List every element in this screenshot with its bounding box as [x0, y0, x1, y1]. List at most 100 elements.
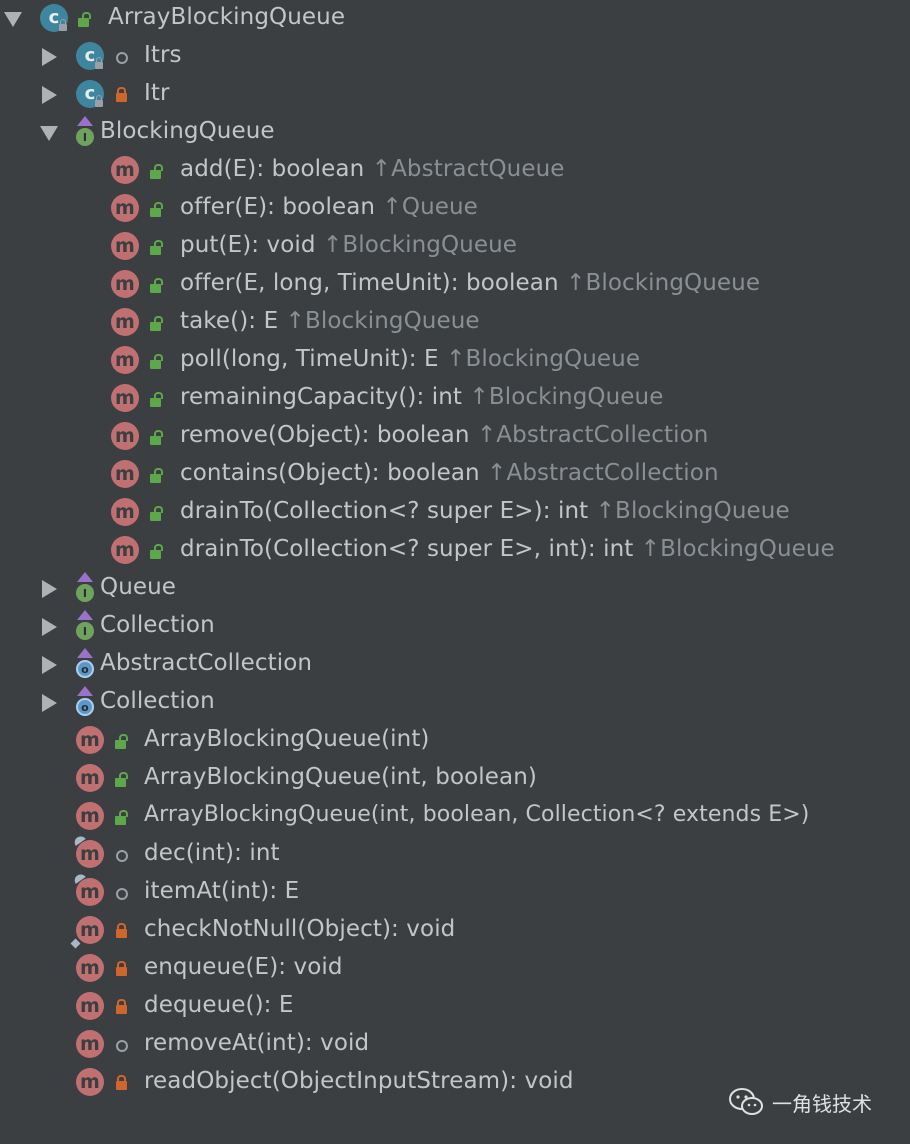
- method-icon: m: [76, 954, 106, 984]
- method-icon: m: [70, 916, 106, 949]
- method-row[interactable]: m add(E): boolean ↑AbstractQueue: [0, 152, 910, 190]
- method-icon: m: [76, 1068, 106, 1098]
- method-row[interactable]: m put(E): void ↑BlockingQueue: [0, 228, 910, 266]
- package-visibility-icon: [116, 52, 128, 64]
- public-lock-icon: [150, 278, 163, 293]
- expand-arrow-icon[interactable]: [40, 126, 58, 141]
- method-signature: offer(E): boolean: [180, 194, 376, 220]
- node-label: Collection: [100, 612, 215, 638]
- inherited-from: ↑AbstractQueue: [371, 156, 565, 182]
- inherited-from: ↑BlockingQueue: [469, 384, 664, 410]
- interface-icon: I: [74, 116, 96, 150]
- inherited-from: ↑BlockingQueue: [566, 270, 761, 296]
- collapse-arrow-icon[interactable]: [42, 580, 57, 598]
- method-row[interactable]: m take(): E ↑BlockingQueue: [0, 304, 910, 342]
- method-row[interactable]: m remainingCapacity(): int ↑BlockingQueu…: [0, 380, 910, 418]
- member-signature: removeAt(int): void: [144, 1030, 370, 1056]
- tree-node-abstractcollection[interactable]: o AbstractCollection: [0, 646, 910, 684]
- public-lock-icon: [150, 506, 163, 521]
- private-lock-icon: [116, 961, 127, 976]
- method-signature: remainingCapacity(): int: [180, 384, 463, 410]
- method-icon: m: [76, 992, 106, 1022]
- public-lock-icon: [115, 772, 128, 787]
- member-row[interactable]: m dec(int): int: [0, 834, 910, 874]
- member-signature: dequeue(): E: [144, 992, 294, 1018]
- public-lock-icon: [150, 468, 163, 483]
- method-icon: m: [72, 834, 106, 870]
- method-row[interactable]: m remove(Object): boolean ↑AbstractColle…: [0, 418, 910, 456]
- member-row[interactable]: m dequeue(): E: [0, 988, 910, 1026]
- method-signature: add(E): boolean: [180, 156, 365, 182]
- method-icon: m: [76, 1030, 106, 1060]
- tree-node-queue[interactable]: I Queue: [0, 570, 910, 608]
- method-signature: put(E): void: [180, 232, 316, 258]
- inherited-from: ↑Queue: [382, 194, 478, 220]
- method-icon: m: [111, 156, 141, 186]
- public-lock-icon: [150, 316, 163, 331]
- member-signature: dec(int): int: [144, 840, 280, 866]
- method-signature: drainTo(Collection<? super E>): int: [180, 498, 589, 524]
- method-icon: m: [111, 422, 141, 452]
- method-row[interactable]: m offer(E): boolean ↑Queue: [0, 190, 910, 228]
- member-signature: ArrayBlockingQueue(int): [144, 726, 430, 752]
- member-row[interactable]: m ArrayBlockingQueue(int, boolean, Colle…: [0, 798, 910, 836]
- inherited-from: ↑AbstractCollection: [487, 460, 719, 486]
- collapse-arrow-icon[interactable]: [42, 86, 57, 104]
- method-row[interactable]: m drainTo(Collection<? super E>, int): i…: [0, 532, 910, 570]
- method-signature: remove(Object): boolean: [180, 422, 470, 448]
- collapse-arrow-icon[interactable]: [42, 618, 57, 636]
- collapse-arrow-icon[interactable]: [42, 656, 57, 674]
- method-signature: offer(E, long, TimeUnit): boolean: [180, 270, 559, 296]
- class-icon: c: [76, 80, 106, 110]
- member-row[interactable]: m removeAt(int): void: [0, 1026, 910, 1064]
- private-lock-icon: [116, 923, 127, 938]
- interface-icon: I: [74, 572, 96, 606]
- method-row[interactable]: m drainTo(Collection<? super E>): int ↑B…: [0, 494, 910, 532]
- public-lock-icon: [150, 544, 163, 559]
- method-icon: m: [111, 498, 141, 528]
- method-icon: m: [111, 460, 141, 490]
- inherited-from: ↑AbstractCollection: [476, 422, 709, 448]
- tree-node-blockingqueue[interactable]: I BlockingQueue: [0, 114, 910, 152]
- method-row[interactable]: m poll(long, TimeUnit): E ↑BlockingQueue: [0, 342, 910, 380]
- member-row[interactable]: m readObject(ObjectInputStream): void: [0, 1064, 910, 1102]
- member-row[interactable]: m enqueue(E): void: [0, 950, 910, 988]
- expand-arrow-icon[interactable]: [4, 12, 22, 27]
- node-label: Itrs: [144, 42, 182, 68]
- tree-node-root[interactable]: c ArrayBlockingQueue: [0, 0, 910, 38]
- private-lock-icon: [116, 1075, 127, 1090]
- member-row[interactable]: m ArrayBlockingQueue(int, boolean): [0, 760, 910, 798]
- tree-node-itr[interactable]: c Itr: [0, 76, 910, 114]
- method-signature: take(): E: [180, 308, 279, 334]
- method-icon: m: [111, 346, 141, 376]
- node-label: Itr: [144, 80, 170, 106]
- public-lock-icon: [115, 734, 128, 749]
- public-lock-icon: [150, 354, 163, 369]
- member-row[interactable]: m checkNotNull(Object): void: [0, 912, 910, 950]
- private-lock-icon: [116, 87, 127, 102]
- interface-icon: I: [74, 610, 96, 644]
- member-row[interactable]: m ArrayBlockingQueue(int): [0, 722, 910, 760]
- tree-node-collection-2[interactable]: o Collection: [0, 684, 910, 722]
- method-icon: m: [111, 536, 141, 566]
- public-lock-icon: [150, 430, 163, 445]
- method-icon: m: [111, 308, 141, 338]
- method-row[interactable]: m contains(Object): boolean ↑AbstractCol…: [0, 456, 910, 494]
- member-row[interactable]: m itemAt(int): E: [0, 872, 910, 912]
- member-signature: checkNotNull(Object): void: [144, 916, 456, 942]
- method-row[interactable]: m offer(E, long, TimeUnit): boolean ↑Blo…: [0, 266, 910, 304]
- package-visibility-icon: [116, 1040, 128, 1052]
- collapse-arrow-icon[interactable]: [42, 694, 57, 712]
- package-visibility-icon: [116, 888, 128, 900]
- class-icon: c: [76, 42, 106, 72]
- node-label: AbstractCollection: [100, 650, 313, 676]
- collapse-arrow-icon[interactable]: [42, 48, 57, 66]
- member-signature: ArrayBlockingQueue(int, boolean, Collect…: [144, 802, 810, 827]
- member-signature: enqueue(E): void: [144, 954, 343, 980]
- abstract-class-icon: o: [74, 648, 96, 682]
- tree-node-collection[interactable]: I Collection: [0, 608, 910, 646]
- inherited-from: ↑BlockingQueue: [323, 232, 518, 258]
- member-signature: ArrayBlockingQueue(int, boolean): [144, 764, 537, 790]
- tree-node-itrs[interactable]: c Itrs: [0, 38, 910, 76]
- private-lock-icon: [116, 999, 127, 1014]
